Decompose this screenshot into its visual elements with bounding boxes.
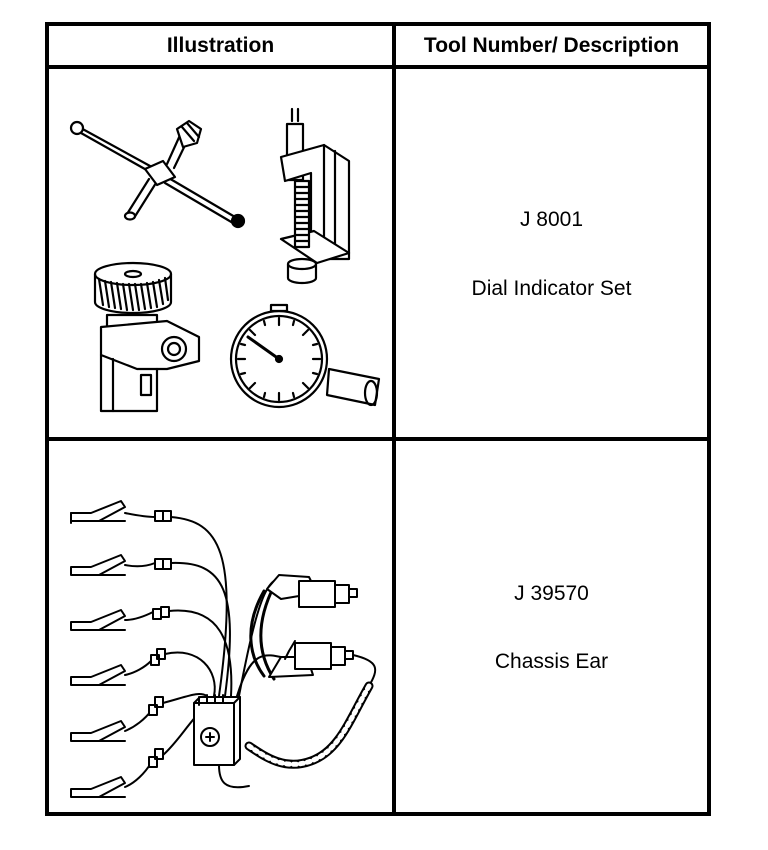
c-clamp-icon bbox=[279, 107, 351, 285]
tool-description: Dial Indicator Set bbox=[471, 277, 632, 300]
coiled-cable-icon bbox=[244, 654, 377, 769]
row-divider bbox=[49, 437, 707, 441]
tool-cell-j39570: J 39570 Chassis Ear bbox=[396, 441, 707, 812]
knurled-holder-icon bbox=[93, 261, 201, 413]
dial-gauge-icon bbox=[229, 303, 381, 409]
column-divider bbox=[392, 26, 396, 812]
chassis-clamps-icon bbox=[249, 574, 358, 681]
cable-links-icon bbox=[124, 510, 172, 788]
junction-box-icon bbox=[193, 694, 250, 789]
chassis-ear-icon bbox=[70, 500, 377, 798]
tool-cell-j8001: J 8001 Dial Indicator Set bbox=[396, 69, 707, 437]
wires-icon bbox=[162, 516, 300, 756]
chassis-ear-illustration bbox=[49, 441, 392, 812]
header-divider bbox=[49, 65, 707, 69]
tool-description: Chassis Ear bbox=[494, 650, 609, 673]
header-tool-description: Tool Number/ Description bbox=[423, 33, 680, 57]
tool-number: J 39570 bbox=[514, 582, 589, 605]
header-illustration: Illustration bbox=[166, 33, 275, 57]
tool-table: Illustration Tool Number/ Description bbox=[45, 22, 711, 816]
dial-indicator-set-icon bbox=[69, 107, 381, 413]
cross-handle-icon bbox=[69, 119, 246, 229]
tool-number: J 8001 bbox=[519, 208, 584, 231]
dial-indicator-set-illustration bbox=[49, 69, 392, 437]
alligator-clips-icon bbox=[70, 500, 126, 798]
